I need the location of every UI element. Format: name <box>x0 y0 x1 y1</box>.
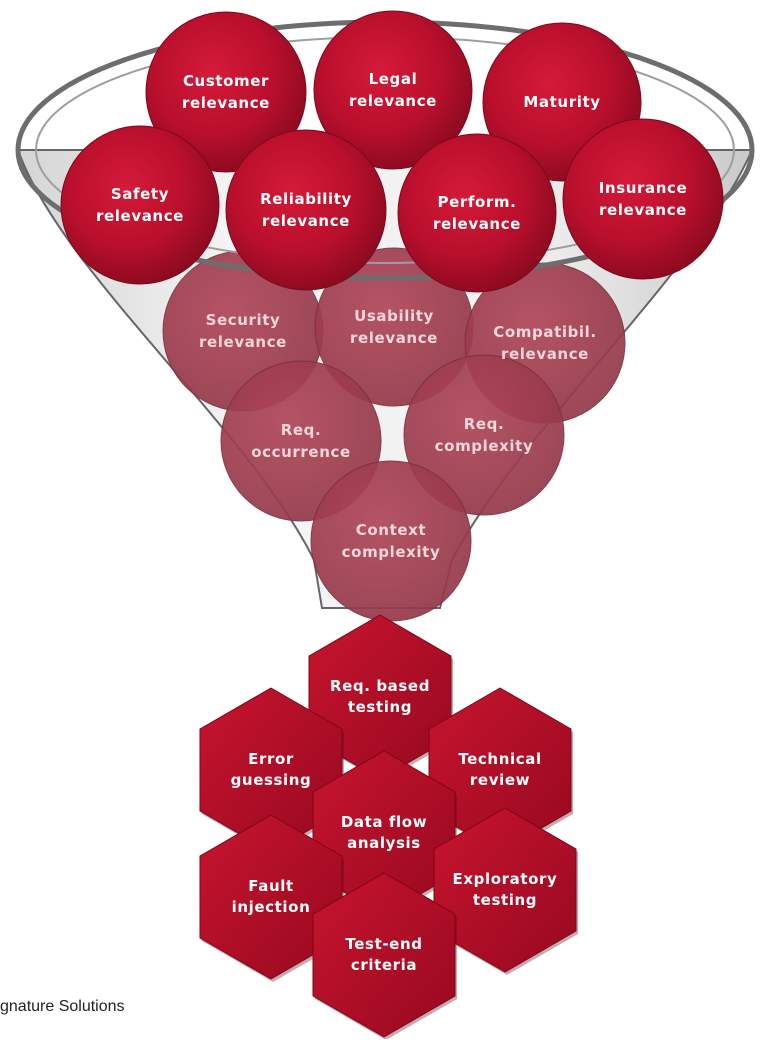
criterion-performance-label-line: Perform. <box>437 193 517 211</box>
criterion-safety-ball <box>60 125 220 285</box>
criterion-context-complexity-label: Context complexity <box>342 519 441 563</box>
criterion-customer-ball <box>145 11 307 173</box>
technique-error-guessing-label-line: guessing <box>230 771 312 789</box>
criterion-req-complexity-label: Req. complexity <box>435 413 534 457</box>
criterion-safety-label-line: Safety <box>110 185 170 203</box>
criterion-insurance-ball <box>562 118 724 280</box>
technique-fault-injection-label-line: injection <box>231 898 311 916</box>
criterion-performance-ball <box>397 133 557 293</box>
technique-error-guessing-label: Error guessing <box>231 749 312 791</box>
criterion-req-complexity-ball <box>403 354 565 516</box>
criterion-reliability-label-line: Reliability <box>260 190 352 208</box>
criterion-security-label-line: relevance <box>199 333 287 351</box>
criterion-security-label-line: Security <box>205 311 281 329</box>
criterion-usability-label: Usability relevance <box>350 305 438 349</box>
criterion-insurance-label-line: Insurance <box>598 179 688 197</box>
criterion-performance-label-line: relevance <box>433 215 521 233</box>
technique-technical-review-label-line: Technical <box>458 750 542 768</box>
technique-data-flow-analysis-label: Data flow analysis <box>341 812 427 854</box>
criterion-performance-label: Perform. relevance <box>433 191 521 235</box>
technique-exploratory-testing-label-line: Exploratory <box>452 870 558 888</box>
criterion-usability-label-line: Usability <box>354 307 434 325</box>
technique-exploratory-testing-hexagon <box>433 807 577 973</box>
criterion-insurance-label-line: relevance <box>599 201 687 219</box>
criterion-compatibility-label-line: relevance <box>501 345 589 363</box>
criterion-maturity-label-line: Maturity <box>523 93 601 111</box>
technique-test-end-criteria-hexagon <box>312 872 456 1038</box>
criterion-req-occurrence-label: Req. occurrence <box>251 419 350 463</box>
technique-req-based-testing-label: Req. based testing <box>330 676 430 718</box>
criterion-insurance-label: Insurance relevance <box>599 177 688 221</box>
technique-test-end-criteria-label-line: Test-end <box>345 935 423 953</box>
criterion-usability-label-line: relevance <box>350 329 438 347</box>
technique-test-end-criteria-label: Test-end criteria <box>345 934 422 976</box>
criterion-compatibility-label: Compatibil. relevance <box>493 321 596 365</box>
criterion-security-label: Security relevance <box>199 309 287 353</box>
criterion-legal-label-line: relevance <box>349 92 437 110</box>
criterion-legal-ball <box>313 10 473 170</box>
criterion-customer-label-line: Customer <box>182 72 270 90</box>
technique-error-guessing-label-line: Error <box>248 750 294 768</box>
technique-req-based-testing-label-line: Req. based <box>329 677 431 695</box>
criterion-req-complexity-label-line: Req. <box>463 415 505 433</box>
criterion-reliability-label: Reliability relevance <box>260 188 352 232</box>
criterion-safety-label: Safety relevance <box>96 183 184 227</box>
criterion-req-complexity-label-line: complexity <box>434 437 534 455</box>
technique-data-flow-analysis-label-line: Data flow <box>340 813 428 831</box>
criterion-safety-label-line: relevance <box>96 207 184 225</box>
technique-req-based-testing-label-line: testing <box>347 698 413 716</box>
criterion-customer-label: Customer relevance <box>182 70 270 114</box>
technique-fault-injection-label-line: Fault <box>248 877 294 895</box>
technique-exploratory-testing-label: Exploratory testing <box>453 869 558 911</box>
criterion-context-complexity-label-line: complexity <box>341 543 441 561</box>
criterion-compatibility-label-line: Compatibil. <box>493 323 597 341</box>
criterion-legal-label: Legal relevance <box>349 68 437 112</box>
criterion-customer-label-line: relevance <box>182 94 270 112</box>
technique-test-end-criteria-label-line: criteria <box>350 956 418 974</box>
criterion-reliability-label-line: relevance <box>262 212 350 230</box>
technique-fault-injection-label: Fault injection <box>232 876 311 918</box>
technique-exploratory-testing-label-line: testing <box>472 891 538 909</box>
technique-fault-injection-hexagon <box>199 814 343 980</box>
criterion-legal-label-line: Legal <box>368 70 418 88</box>
technique-technical-review-label-line: review <box>469 771 531 789</box>
technique-technical-review-label: Technical review <box>458 749 541 791</box>
technique-data-flow-analysis-label-line: analysis <box>347 834 421 852</box>
footer-text: gnature Solutions <box>0 998 125 1015</box>
criterion-req-occurrence-label-line: Req. <box>280 421 322 439</box>
criterion-context-complexity-label-line: Context <box>355 521 427 539</box>
criterion-maturity-label: Maturity <box>523 91 600 113</box>
criterion-req-occurrence-label-line: occurrence <box>251 443 351 461</box>
criterion-reliability-ball <box>225 129 387 291</box>
